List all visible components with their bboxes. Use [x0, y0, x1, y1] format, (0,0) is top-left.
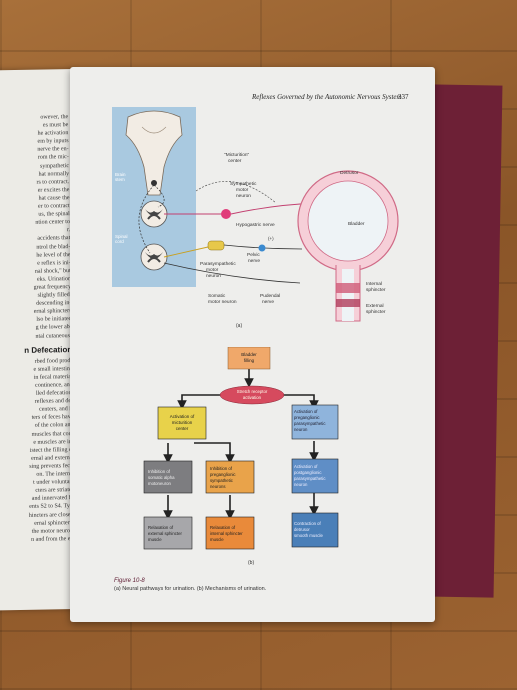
bladder-filling-box: Bladder filling [227, 347, 271, 370]
bladder-illustration [297, 170, 399, 322]
figure-caption-title: Figure 10-8 [114, 578, 145, 584]
section-heading: n Defecation [24, 345, 73, 355]
figure-caption-text: (a) Neural pathways for urination. (b) M… [114, 586, 267, 592]
sympathetic-label-2: motor [236, 187, 249, 193]
svg-text:somatic alpha: somatic alpha [148, 475, 175, 480]
svg-text:Contraction of: Contraction of [294, 521, 322, 526]
svg-text:Activation of: Activation of [294, 409, 318, 414]
svg-text:Activation of: Activation of [170, 414, 195, 419]
pelvic-label-2: nerve [248, 258, 260, 264]
relaxation-internal-sphincter-box: Relaxation of internal sphincter muscle [205, 516, 255, 550]
svg-text:preganglionic: preganglionic [294, 415, 320, 420]
inhibition-somatic-box: Inhibition of somatic alpha motoneuron [143, 460, 193, 494]
svg-text:filling: filling [244, 358, 255, 363]
svg-text:neurons: neurons [210, 484, 226, 489]
external-sphincter-label-2: sphincter [366, 309, 386, 315]
inhibition-preganglionic-box: Inhibition of preganglionic sympathetic … [205, 460, 255, 494]
svg-text:parasympathetic: parasympathetic [294, 476, 326, 481]
left-line: ntion center to [35, 219, 71, 226]
micturition-center-dot [151, 180, 157, 186]
sympathetic-label-3: neuron [236, 193, 251, 199]
hypogastric-label: Hypogastric nerve [236, 222, 275, 228]
internal-sphincter-label: Internal [366, 281, 382, 287]
neural-pathways-diagram: Brain stem Spinal cord "Micturition" cen… [112, 107, 399, 329]
internal-sphincter-label-2: sphincter [366, 287, 386, 293]
spinal-cord-label: Spinal [115, 234, 128, 239]
external-sphincter-label: External [366, 303, 384, 309]
parasympathetic-label-2: motor [206, 267, 219, 273]
plus-label: (+) [268, 236, 274, 241]
svg-text:Inhibition of: Inhibition of [148, 469, 171, 474]
pudendal-label-2: nerve [262, 299, 274, 305]
svg-text:detrusor: detrusor [294, 527, 310, 532]
svg-text:Stretch receptor: Stretch receptor [237, 389, 268, 394]
pelvic-nerve-marker [258, 244, 266, 252]
pelvic-label: Pelvic [247, 252, 260, 258]
urination-mechanism-flowchart: Bladder filling Stretch receptor activat… [143, 347, 339, 566]
svg-text:preganglionic: preganglionic [210, 472, 236, 477]
activation-micturition-center-box: Activation of micturition center [157, 406, 207, 440]
svg-text:motoneuron: motoneuron [148, 481, 172, 486]
left-line: n and from the ex- [31, 535, 76, 543]
somatic-label: Somatic [208, 293, 226, 299]
svg-text:activation: activation [243, 395, 262, 400]
svg-text:muscle: muscle [148, 537, 162, 542]
somatic-label-2: motor neuron [208, 299, 237, 305]
detrusor-label: Detrusor [340, 170, 359, 176]
bladder-label: Bladder [348, 221, 365, 227]
activation-preganglionic-box: Activation of preganglionic parasympathe… [291, 404, 339, 440]
pelvic-ganglion [207, 240, 225, 251]
sympathetic-ganglion [221, 209, 231, 219]
svg-text:center: center [176, 426, 189, 431]
svg-text:Relaxation of: Relaxation of [148, 525, 174, 530]
contraction-detrusor-box: Contraction of detrusor smooth muscle [291, 512, 339, 548]
svg-text:Relaxation of: Relaxation of [210, 525, 236, 530]
micturition-label: "Micturition" [224, 152, 250, 158]
panel-a-label: (a) [236, 323, 242, 329]
svg-text:Bladder: Bladder [241, 352, 257, 357]
left-line: ntal cutaneous- [35, 332, 72, 340]
svg-text:postganglionic: postganglionic [294, 470, 322, 475]
svg-text:neuron: neuron [294, 427, 308, 432]
brain-stem-label-2: stem [115, 177, 125, 182]
svg-text:parasympathetic: parasympathetic [294, 421, 326, 426]
svg-text:sympathetic: sympathetic [210, 478, 234, 483]
spinal-cord-section-lower [140, 243, 168, 271]
svg-text:Inhibition of: Inhibition of [210, 466, 233, 471]
pudendal-label: Pudendal [260, 293, 280, 299]
svg-text:micturition: micturition [172, 420, 193, 425]
parasympathetic-label-3: neuron [206, 273, 221, 279]
parasympathetic-label: Parasympathetic [200, 261, 236, 267]
svg-text:internal sphincter: internal sphincter [210, 531, 243, 536]
page-number: 337 [398, 93, 409, 101]
svg-text:neuron: neuron [294, 482, 308, 487]
micturition-center-label: center [228, 158, 242, 164]
brain-stem-illustration [125, 110, 183, 196]
running-head: Reflexes Governed by the Autonomic Nervo… [252, 93, 402, 101]
sympathetic-label: Sympathetic [230, 181, 257, 187]
stretch-receptor-box: Stretch receptor activation [219, 385, 285, 405]
spinal-cord-label-2: cord [115, 239, 124, 244]
activation-postganglionic-box: Activation of postganglionic parasympath… [291, 458, 339, 494]
svg-text:smooth muscle: smooth muscle [294, 533, 324, 538]
svg-text:external sphincter: external sphincter [148, 531, 182, 536]
left-page-text: owever, the es must be he activation em … [0, 113, 76, 544]
spinal-cord-section-upper [140, 200, 168, 228]
svg-text:muscle: muscle [210, 537, 224, 542]
svg-text:Activation of: Activation of [294, 464, 318, 469]
brain-stem-label: Brain [115, 172, 126, 177]
relaxation-external-sphincter-box: Relaxation of external sphincter muscle [143, 516, 193, 550]
right-page: Reflexes Governed by the Autonomic Nervo… [70, 67, 435, 622]
panel-b-label: (b) [248, 560, 254, 566]
